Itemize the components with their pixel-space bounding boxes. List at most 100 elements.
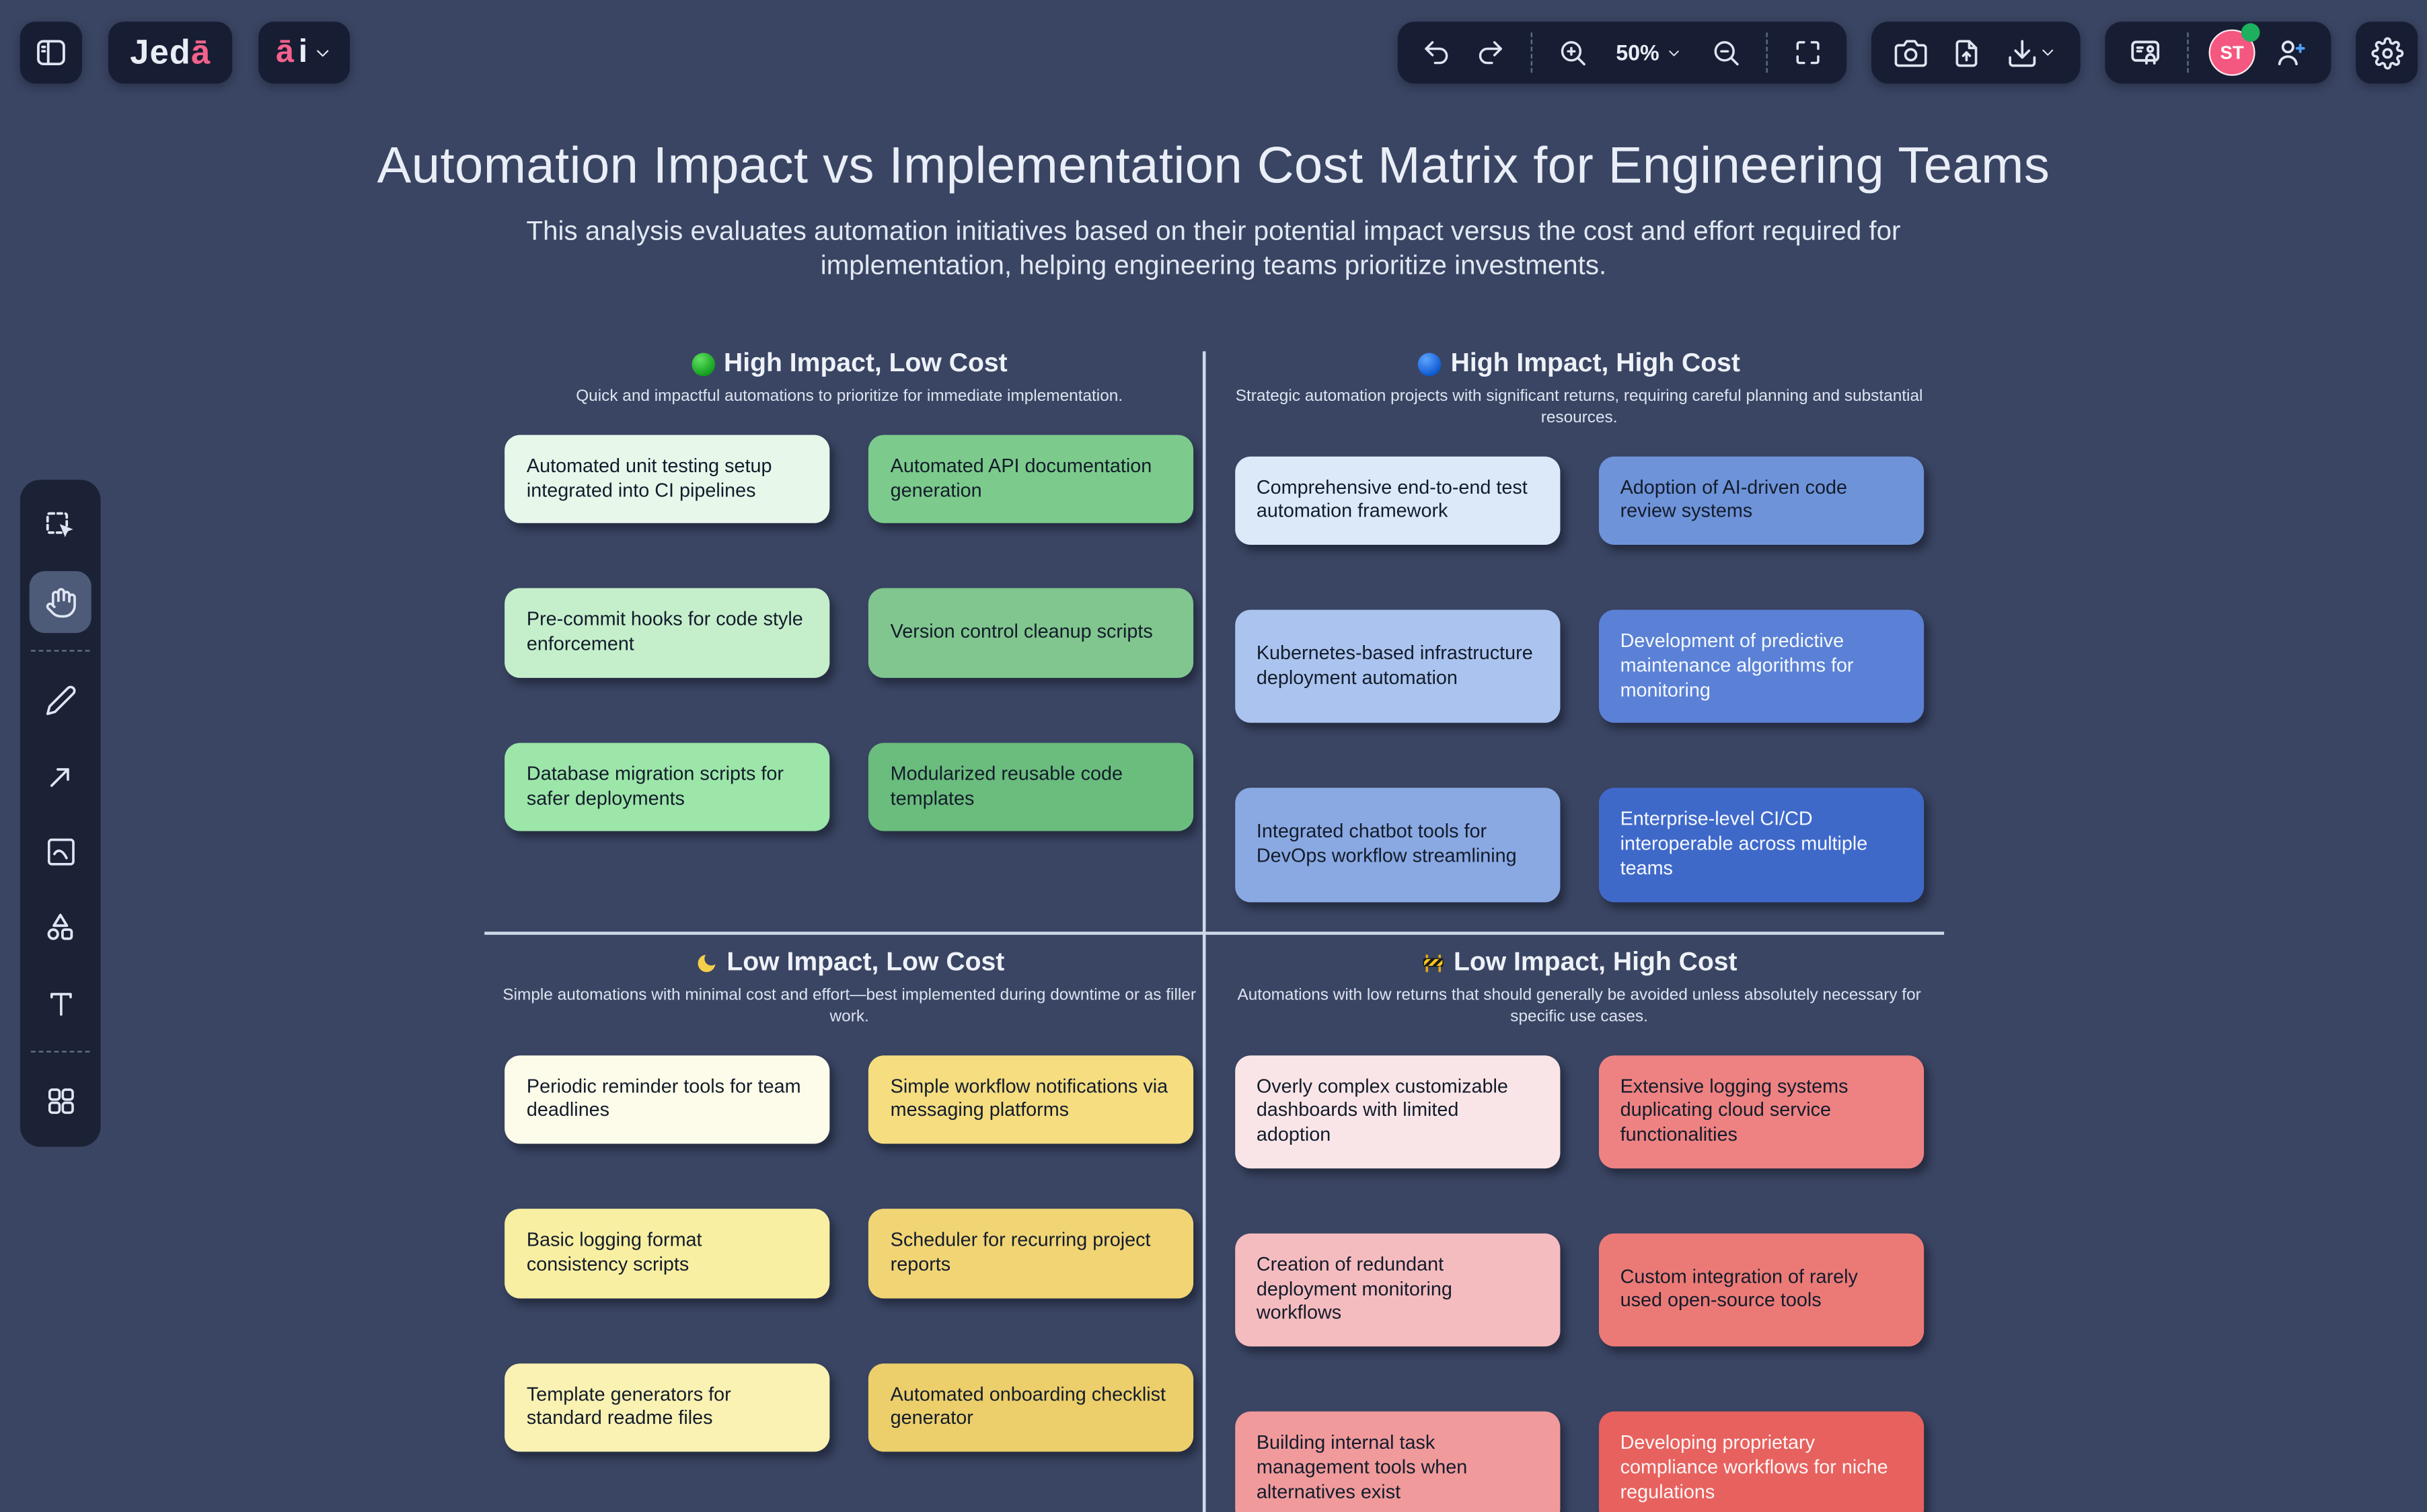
add-user-icon (2274, 36, 2308, 70)
redo-icon (1475, 37, 1506, 68)
toolbar-separator (1766, 32, 1768, 73)
tool-select[interactable] (30, 495, 91, 557)
quadrant-description: Automations with low returns that should… (1237, 985, 1921, 1026)
matrix-card[interactable]: Creation of redundant deployment monitor… (1234, 1233, 1560, 1347)
chevron-down-icon (2038, 43, 2057, 62)
panel-toggle-icon (34, 36, 69, 70)
zoom-level-dropdown[interactable]: 50% (1606, 39, 1692, 67)
topbar-right: 50% (1397, 22, 2418, 84)
quadrant-description: Simple automations with minimal cost and… (502, 985, 1196, 1026)
shapes-icon (43, 910, 77, 944)
matrix-card[interactable]: Modularized reusable code templates (868, 742, 1194, 832)
toolbar-separator (1530, 32, 1532, 73)
quadrant-title: High Impact, High Cost (1450, 348, 1740, 378)
history-zoom-group: 50% (1397, 22, 1847, 84)
matrix-card[interactable]: Pre-commit hooks for code style enforcem… (505, 588, 830, 678)
online-status-dot (2241, 23, 2260, 42)
green-circle-icon (691, 352, 715, 375)
tool-arrow[interactable] (30, 745, 91, 806)
quadrant-high-impact-low-cost: High Impact, Low Cost Quick and impactfu… (484, 348, 1214, 934)
fullscreen-button[interactable] (1788, 32, 1828, 73)
screenshot-button[interactable] (1890, 32, 1932, 73)
board-title[interactable]: Automation Impact vs Implementation Cost… (377, 136, 2050, 194)
matrix-card[interactable]: Building internal task management tools … (1234, 1411, 1560, 1512)
ai-accent-text: ā (275, 34, 294, 70)
matrix-card[interactable]: Comprehensive end-to-end test automation… (1234, 455, 1560, 545)
settings-button[interactable] (2356, 22, 2418, 84)
chevron-down-icon (1666, 44, 1682, 61)
matrix-vertical-divider (1202, 351, 1205, 1512)
quadrant-high-impact-high-cost: High Impact, High Cost Strategic automat… (1214, 348, 1944, 934)
user-avatar[interactable]: ST (2208, 23, 2260, 76)
panel-toggle-button[interactable] (20, 22, 82, 84)
fullscreen-icon (1793, 37, 1824, 68)
moon-icon (694, 951, 718, 975)
sidebar-separator (31, 1051, 90, 1053)
download-button[interactable] (2001, 32, 2062, 73)
toolbar-separator (2187, 32, 2189, 73)
invite-user-button[interactable] (2269, 31, 2312, 74)
matrix-card[interactable]: Automated unit testing setup integrated … (505, 434, 830, 524)
image-icon (44, 835, 77, 867)
matrix-card[interactable]: Version control cleanup scripts (868, 588, 1194, 678)
collaboration-group: ST (2105, 22, 2331, 84)
matrix-card[interactable]: Overly complex customizable dashboards w… (1234, 1055, 1560, 1168)
tool-templates[interactable] (30, 1069, 91, 1131)
quadrant-header[interactable]: High Impact, Low Cost Quick and impactfu… (576, 348, 1123, 408)
impact-cost-matrix: High Impact, Low Cost Quick and impactfu… (484, 348, 1945, 1512)
matrix-card[interactable]: Basic logging format consistency scripts (505, 1209, 830, 1298)
text-icon (44, 987, 77, 1019)
quadrant-header[interactable]: High Impact, High Cost Strategic automat… (1222, 348, 1937, 430)
matrix-card[interactable]: Custom integration of rarely used open-s… (1598, 1233, 1924, 1347)
quadrant-low-impact-high-cost: Low Impact, High Cost Automations with l… (1214, 934, 1944, 1512)
quadrant-description: Quick and impactful automations to prior… (576, 387, 1123, 406)
matrix-card[interactable]: Scheduler for recurring project reports (868, 1209, 1194, 1298)
export-group (1871, 22, 2081, 84)
gear-icon (2370, 36, 2403, 69)
presentation-icon (2128, 36, 2163, 70)
matrix-card[interactable]: Periodic reminder tools for team deadlin… (505, 1055, 830, 1144)
board-subtitle[interactable]: This analysis evaluates automation initi… (526, 215, 1901, 280)
quadrant-description: Strategic automation projects with signi… (1235, 387, 1923, 427)
matrix-card[interactable]: Database migration scripts for safer dep… (505, 742, 830, 832)
camera-icon (1894, 36, 1927, 69)
zoom-out-button[interactable] (1706, 32, 1746, 73)
chevron-down-icon (312, 42, 332, 63)
quadrant-header[interactable]: Low Impact, Low Cost Simple automations … (492, 947, 1207, 1028)
undo-button[interactable] (1416, 32, 1456, 73)
matrix-card[interactable]: Automated API documentation generation (868, 434, 1194, 524)
download-icon (2006, 36, 2038, 69)
matrix-card[interactable]: Adoption of AI-driven code review system… (1598, 455, 1924, 545)
matrix-card[interactable]: Kubernetes-based infrastructure deployme… (1234, 609, 1560, 724)
tool-hand[interactable] (29, 571, 91, 634)
logo-text: Jed (130, 32, 191, 71)
matrix-card[interactable]: Simple workflow notifications via messag… (868, 1055, 1194, 1144)
matrix-card[interactable]: Integrated chatbot tools for DevOps work… (1234, 788, 1560, 902)
blue-circle-icon (1418, 352, 1442, 375)
grid-icon (44, 1084, 77, 1117)
tool-text[interactable] (30, 972, 91, 1034)
redo-button[interactable] (1470, 32, 1511, 73)
matrix-card[interactable]: Development of predictive maintenance al… (1598, 609, 1924, 724)
pencil-icon (44, 683, 77, 716)
tool-image[interactable] (30, 821, 91, 882)
matrix-card[interactable]: Developing proprietary compliance workfl… (1598, 1411, 1924, 1512)
matrix-card[interactable]: Enterprise-level CI/CD interoperable acr… (1598, 788, 1924, 902)
zoom-level-value: 50% (1616, 40, 1659, 65)
quadrant-header[interactable]: Low Impact, High Cost Automations with l… (1227, 947, 1931, 1028)
matrix-card[interactable]: Extensive logging systems duplicating cl… (1598, 1055, 1924, 1168)
matrix-card[interactable]: Template generators for standard readme … (505, 1363, 830, 1452)
tool-sidebar (20, 480, 101, 1147)
tool-pencil[interactable] (30, 669, 91, 730)
present-button[interactable] (2124, 31, 2167, 74)
card-grid: Automated unit testing setup integrated … (505, 434, 1194, 832)
matrix-card[interactable]: Automated onboarding checklist generator (868, 1363, 1194, 1452)
tool-shapes[interactable] (30, 896, 91, 958)
zoom-in-button[interactable] (1553, 32, 1593, 73)
select-icon (43, 509, 77, 543)
quadrant-title: High Impact, Low Cost (724, 348, 1008, 378)
import-file-button[interactable] (1945, 32, 1987, 73)
